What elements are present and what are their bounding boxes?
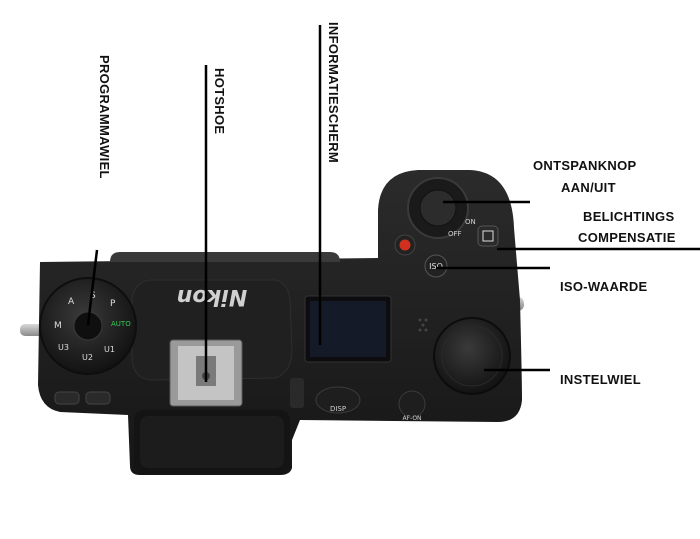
callout-line-programmawiel [86, 249, 99, 326]
dial-mode-a: A [68, 297, 75, 307]
eyepiece [134, 410, 290, 474]
front-side-dial [290, 378, 304, 408]
label-iso-waarde: ISO-WAARDE [560, 279, 648, 294]
power-on-label: ON [465, 218, 476, 226]
brand-logo: Nikon [177, 284, 248, 309]
information-screen [304, 295, 392, 363]
dial-mode-u3: U3 [58, 343, 69, 352]
label-belichting-line1: BELICHTINGS [583, 209, 675, 224]
label-informatiescherm: INFORMATIESCHERM [326, 22, 341, 164]
record-button [394, 234, 416, 256]
dial-mode-auto: AUTO [111, 320, 131, 328]
shutter-release: OFF ON [407, 177, 476, 239]
dial-mode-u2: U2 [82, 353, 93, 362]
label-ontspanknop-line1: ONTSPANKNOP [533, 158, 637, 173]
callout-lines [86, 25, 700, 382]
playback-buttons [54, 391, 111, 405]
command-dial [433, 317, 511, 395]
disp-label: DISP [330, 405, 346, 413]
power-off-label: OFF [448, 230, 462, 238]
iso-button-label: ISO [429, 262, 443, 271]
label-hotshoe: HOTSHOE [212, 68, 227, 135]
dial-mode-s: S [90, 291, 96, 301]
left-strap-lug [20, 324, 44, 336]
label-instelwiel: INSTELWIEL [560, 372, 641, 387]
disp-button: DISP [315, 386, 361, 414]
exposure-compensation-button [477, 225, 499, 247]
dial-mode-p: P [110, 299, 116, 309]
label-belichting-line2: COMPENSATIE [578, 230, 676, 245]
dial-mode-u1: U1 [104, 345, 115, 354]
speaker-grille [418, 318, 428, 332]
af-on-label: AF-ON [402, 415, 421, 422]
label-ontspanknop-line2: AAN/UIT [561, 180, 616, 195]
dial-mode-m: M [54, 321, 62, 331]
af-on-button: AF-ON [398, 390, 426, 422]
label-programmawiel: PROGRAMMAWIEL [97, 55, 112, 179]
lens-mount-rim [110, 252, 340, 262]
iso-button: ISO [424, 254, 448, 278]
mode-dial: P S A M U3 U2 U1 AUTO [39, 277, 137, 375]
